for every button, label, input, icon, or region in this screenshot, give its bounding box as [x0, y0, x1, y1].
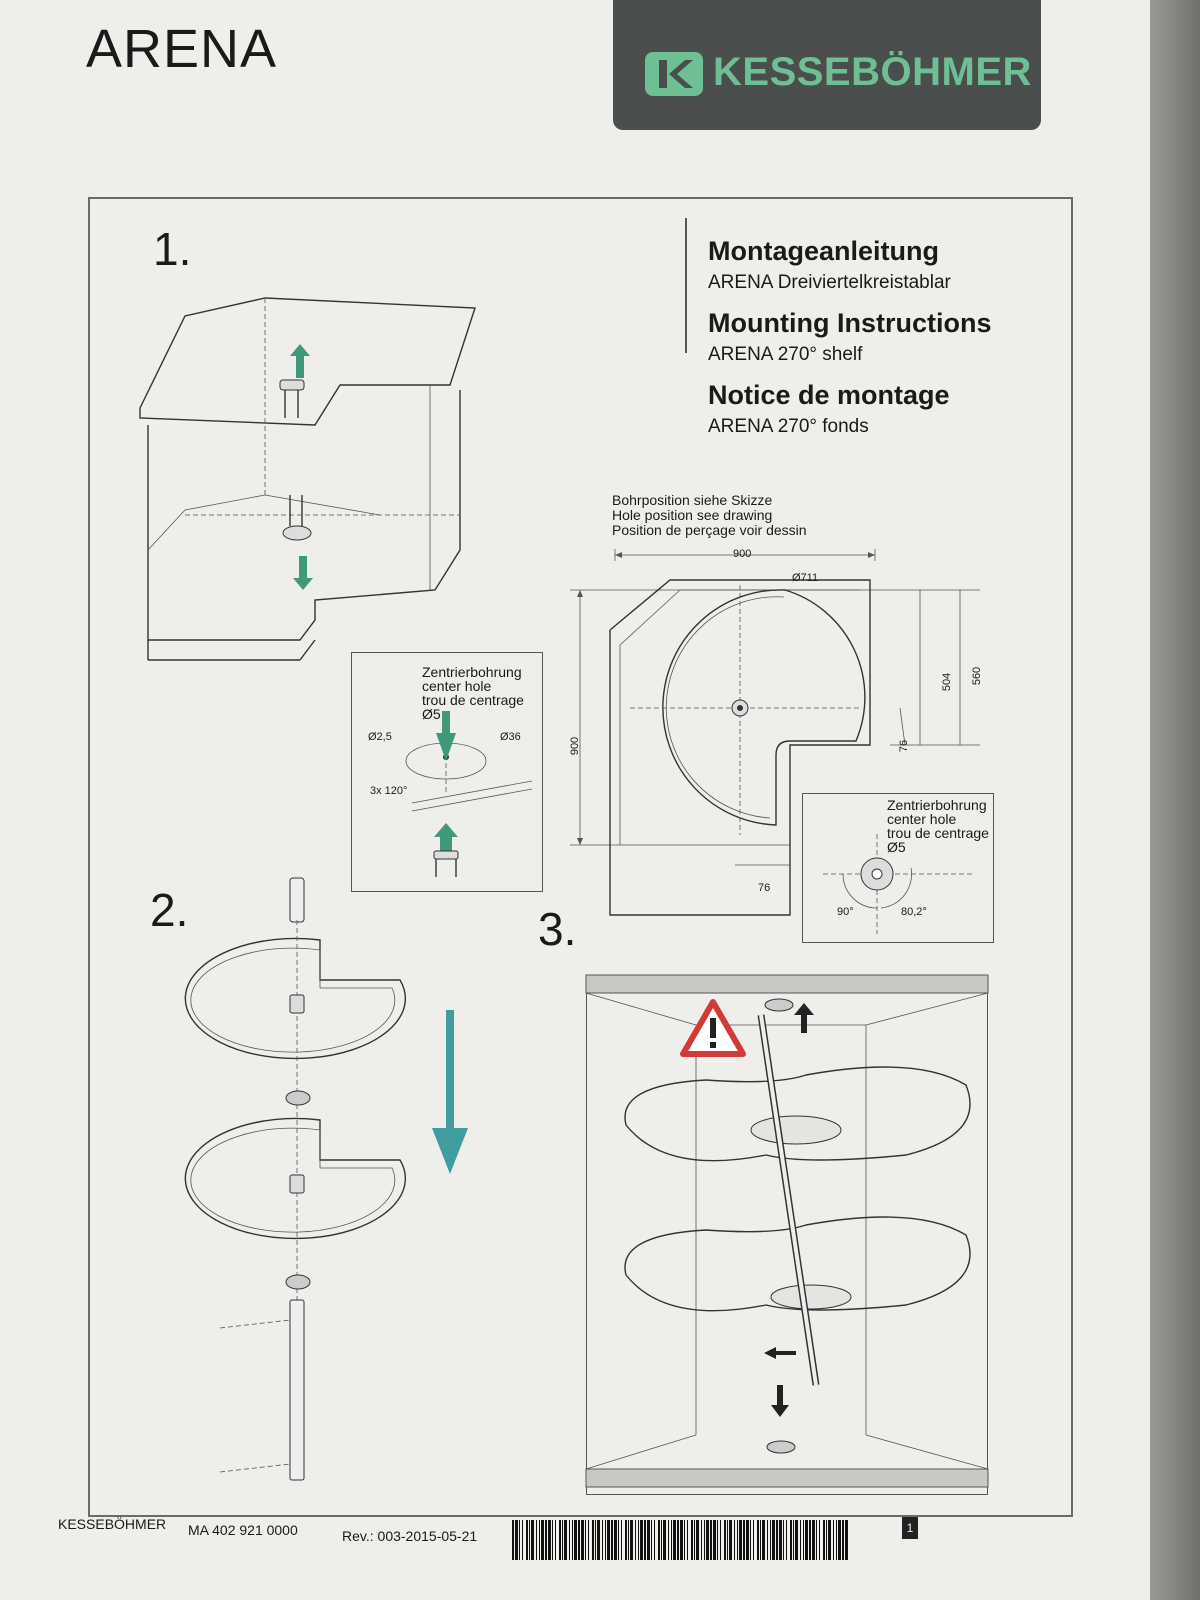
step-3-number: 3. — [538, 903, 577, 955]
drill-note-de: Bohrposition siehe Skizze — [612, 492, 773, 508]
down-arrow-icon — [293, 556, 313, 590]
dim-width: 900 — [733, 548, 752, 560]
angle-80: 80,2° — [901, 906, 927, 918]
dim-560: 560 — [971, 666, 984, 686]
center-hole-2-label-de: Zentrierbohrung — [887, 797, 987, 813]
center-hole-label-de: Zentrierbohrung — [422, 664, 522, 680]
center-hole-1-drawing — [405, 711, 533, 877]
brand-logo-icon — [645, 52, 703, 96]
center-hole-label-fr: trou de centrage — [422, 692, 524, 708]
brand-header: KESSEBÖHMER — [613, 0, 1041, 130]
heading-fr: Notice de montage — [708, 380, 950, 410]
up-arrow-icon — [290, 344, 310, 378]
dim-depth: 900 — [569, 736, 582, 756]
barcode-icon — [512, 1520, 848, 1560]
subheading-fr: ARENA 270° fonds — [708, 416, 869, 437]
instruction-frame — [88, 197, 1073, 1517]
footer-company: KESSEBÖHMER — [58, 1516, 167, 1532]
large-hole-diameter: Ø36 — [500, 731, 521, 743]
hole-angle: 3x 120° — [370, 785, 408, 797]
page-edge — [1150, 0, 1200, 1600]
page-number: 1 — [902, 1517, 918, 1539]
instruction-sheet: ARENA KESSEBÖHMER Montageanleitung ARENA… — [0, 0, 1150, 1600]
down-arrow-icon — [432, 1010, 468, 1174]
document-title: ARENA — [86, 19, 278, 79]
center-hole-label-en: center hole — [422, 678, 492, 694]
center-hole-2-drawing — [823, 834, 973, 934]
footer-code: MA 402 921 0000 — [188, 1522, 298, 1538]
center-hole-2-label-fr: trou de centrage — [887, 825, 989, 841]
step-2-number: 2. — [150, 884, 189, 936]
drill-note-fr: Position de perçage voir dessin — [612, 522, 807, 538]
dim-504: 504 — [941, 672, 954, 692]
small-hole-diameter: Ø2,5 — [368, 731, 392, 743]
dim-76-side: 76 — [898, 739, 911, 753]
center-hole-diameter: Ø5 — [422, 706, 441, 722]
dim-diameter: Ø711 — [792, 572, 819, 584]
drill-plan-drawing — [570, 549, 980, 916]
step-2-assembly-drawing — [184, 877, 407, 1481]
center-hole-2-label-en: center hole — [887, 811, 957, 827]
heading-en: Mounting Instructions — [708, 308, 992, 338]
drill-note-en: Hole position see drawing — [612, 507, 773, 523]
warning-icon — [680, 999, 746, 1057]
brand-name: KESSEBÖHMER — [713, 50, 1032, 94]
angle-90: 90° — [837, 906, 854, 918]
dim-76-bottom: 76 — [758, 882, 771, 894]
center-hole-2-diameter: Ø5 — [887, 839, 906, 855]
subheading-en: ARENA 270° shelf — [708, 344, 863, 365]
heading-divider — [685, 218, 687, 353]
subheading-de: ARENA Dreiviertelkreistablar — [708, 272, 951, 293]
step-1-number: 1. — [153, 223, 192, 275]
center-hole-inset-2: Zentrierbohrung center hole trou de cent… — [802, 793, 994, 943]
step-3-assembly-drawing — [585, 974, 989, 1488]
footer-revision: Rev.: 003-2015-05-21 — [342, 1528, 478, 1544]
center-hole-inset-1: Zentrierbohrung center hole trou de cent… — [351, 652, 543, 892]
heading-de: Montageanleitung — [708, 236, 939, 266]
step-1-cabinet-drawing — [139, 297, 476, 661]
